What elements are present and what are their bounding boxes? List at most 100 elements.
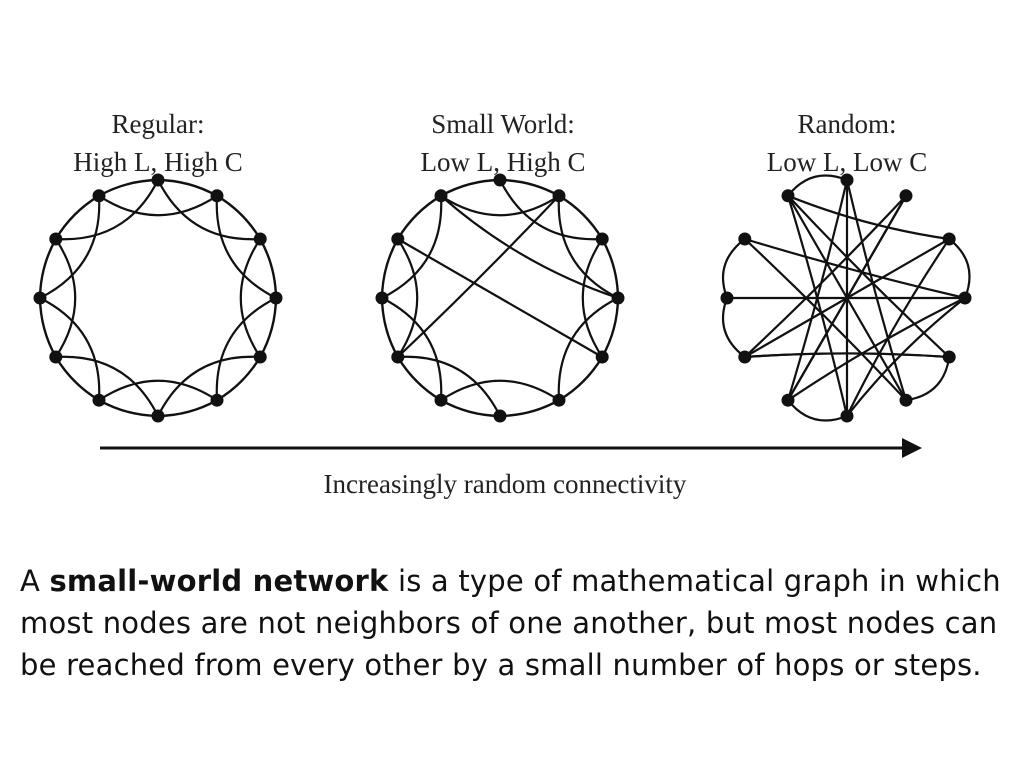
small-world-second-neighbor-edge	[557, 195, 619, 299]
small-world-second-neighbor-edge	[396, 238, 419, 358]
random-edge	[948, 238, 971, 299]
regular-title-line2: High L, High C	[73, 147, 243, 177]
random-title-line2: Low L, Low C	[767, 147, 927, 177]
random-edge	[845, 179, 908, 401]
caption-bold-term: small-world network	[49, 564, 389, 598]
small-world-neighbor-edge	[558, 356, 604, 402]
regular-title-line1: Regular:	[112, 109, 205, 139]
regular-node	[49, 232, 63, 246]
random-edge	[786, 179, 849, 401]
regular-node	[253, 350, 267, 364]
regular-node	[92, 393, 106, 407]
network-comparison-figure: Regular: High L, High C Small World: Low…	[33, 109, 972, 499]
regular-node	[33, 291, 47, 305]
regular-node	[253, 232, 267, 246]
small-world-node	[611, 291, 625, 305]
regular-node	[269, 291, 283, 305]
random-edge	[744, 195, 907, 358]
random-edge	[721, 238, 746, 299]
caption-prefix: A	[20, 564, 50, 598]
random-edge	[787, 174, 848, 197]
small-world-shortcut-edge	[397, 195, 560, 358]
random-edge	[744, 238, 907, 401]
small-world-node	[552, 189, 566, 203]
random-network-graph	[720, 173, 972, 423]
small-world-neighbor-edge	[499, 399, 560, 418]
regular-second-neighbor-edge	[39, 297, 101, 401]
regular-node	[210, 393, 224, 407]
regular-neighbor-edge	[54, 194, 100, 240]
small-world-neighbor-edge	[396, 194, 442, 240]
random-edge	[786, 195, 849, 417]
regular-network-graph	[33, 173, 283, 423]
regular-node	[210, 189, 224, 203]
definition-paragraph: A small-world network is a type of mathe…	[20, 560, 1005, 686]
random-node	[899, 189, 913, 203]
small-world-node	[434, 393, 448, 407]
random-node	[942, 232, 956, 246]
regular-node	[92, 189, 106, 203]
regular-second-neighbor-edge	[54, 238, 77, 358]
random-title-line1: Random:	[798, 109, 897, 139]
small-world-neighbor-edge	[558, 194, 604, 240]
random-node	[840, 409, 854, 423]
regular-second-neighbor-edge	[55, 355, 159, 417]
small-world-shortcut-edge	[397, 238, 603, 358]
small-world-node	[391, 232, 405, 246]
regular-second-neighbor-edge	[157, 179, 261, 241]
regular-node	[151, 173, 165, 187]
random-node	[781, 393, 795, 407]
network-diagram-svg: Regular: High L, High C Small World: Low…	[33, 109, 972, 499]
small-world-second-neighbor-edge	[397, 355, 501, 417]
small-world-second-neighbor-edge	[440, 379, 560, 402]
random-edge	[787, 194, 950, 241]
small-world-node	[493, 173, 507, 187]
small-world-node	[391, 350, 405, 364]
small-world-neighbor-edge	[396, 356, 442, 402]
regular-second-neighbor-edge	[98, 194, 218, 217]
random-node	[738, 350, 752, 364]
random-node	[899, 393, 913, 407]
regular-second-neighbor-edge	[215, 297, 277, 401]
small-world-neighbor-edge	[440, 178, 501, 197]
caption-suffix: is a type of mathematical graph in which…	[20, 564, 1001, 682]
random-edge	[787, 399, 848, 422]
random-node	[781, 189, 795, 203]
regular-neighbor-edge	[216, 356, 262, 402]
random-edge	[905, 356, 951, 402]
small-world-node	[375, 291, 389, 305]
regular-node	[49, 350, 63, 364]
regular-second-neighbor-edge	[215, 195, 277, 299]
small-world-node	[493, 409, 507, 423]
regular-node	[151, 409, 165, 423]
random-node	[738, 232, 752, 246]
small-world-second-neighbor-edge	[499, 179, 603, 241]
arrow-caption: Increasingly random connectivity	[324, 469, 687, 499]
small-world-title-line2: Low L, High C	[421, 147, 586, 177]
small-world-second-neighbor-edge	[581, 238, 604, 358]
random-edge	[744, 237, 966, 300]
regular-neighbor-edge	[54, 356, 100, 402]
small-world-title-line1: Small World:	[431, 109, 575, 139]
regular-second-neighbor-edge	[157, 355, 261, 417]
small-world-second-neighbor-edge	[381, 297, 443, 401]
randomness-arrow-head	[902, 438, 922, 458]
small-world-second-neighbor-edge	[440, 194, 560, 217]
regular-second-neighbor-edge	[98, 379, 218, 402]
random-node	[958, 291, 972, 305]
random-node	[942, 350, 956, 364]
random-edge	[721, 297, 746, 358]
small-world-node	[595, 232, 609, 246]
random-node	[720, 291, 734, 305]
random-edge	[846, 238, 951, 417]
small-world-node	[552, 393, 566, 407]
regular-neighbor-edge	[216, 194, 262, 240]
regular-second-neighbor-edge	[55, 179, 159, 241]
random-node	[840, 173, 854, 187]
random-edge	[744, 352, 950, 359]
small-world-network-graph	[375, 173, 625, 423]
regular-second-neighbor-edge	[239, 238, 262, 358]
regular-second-neighbor-edge	[39, 195, 101, 299]
small-world-shortcut-edge	[440, 194, 619, 300]
